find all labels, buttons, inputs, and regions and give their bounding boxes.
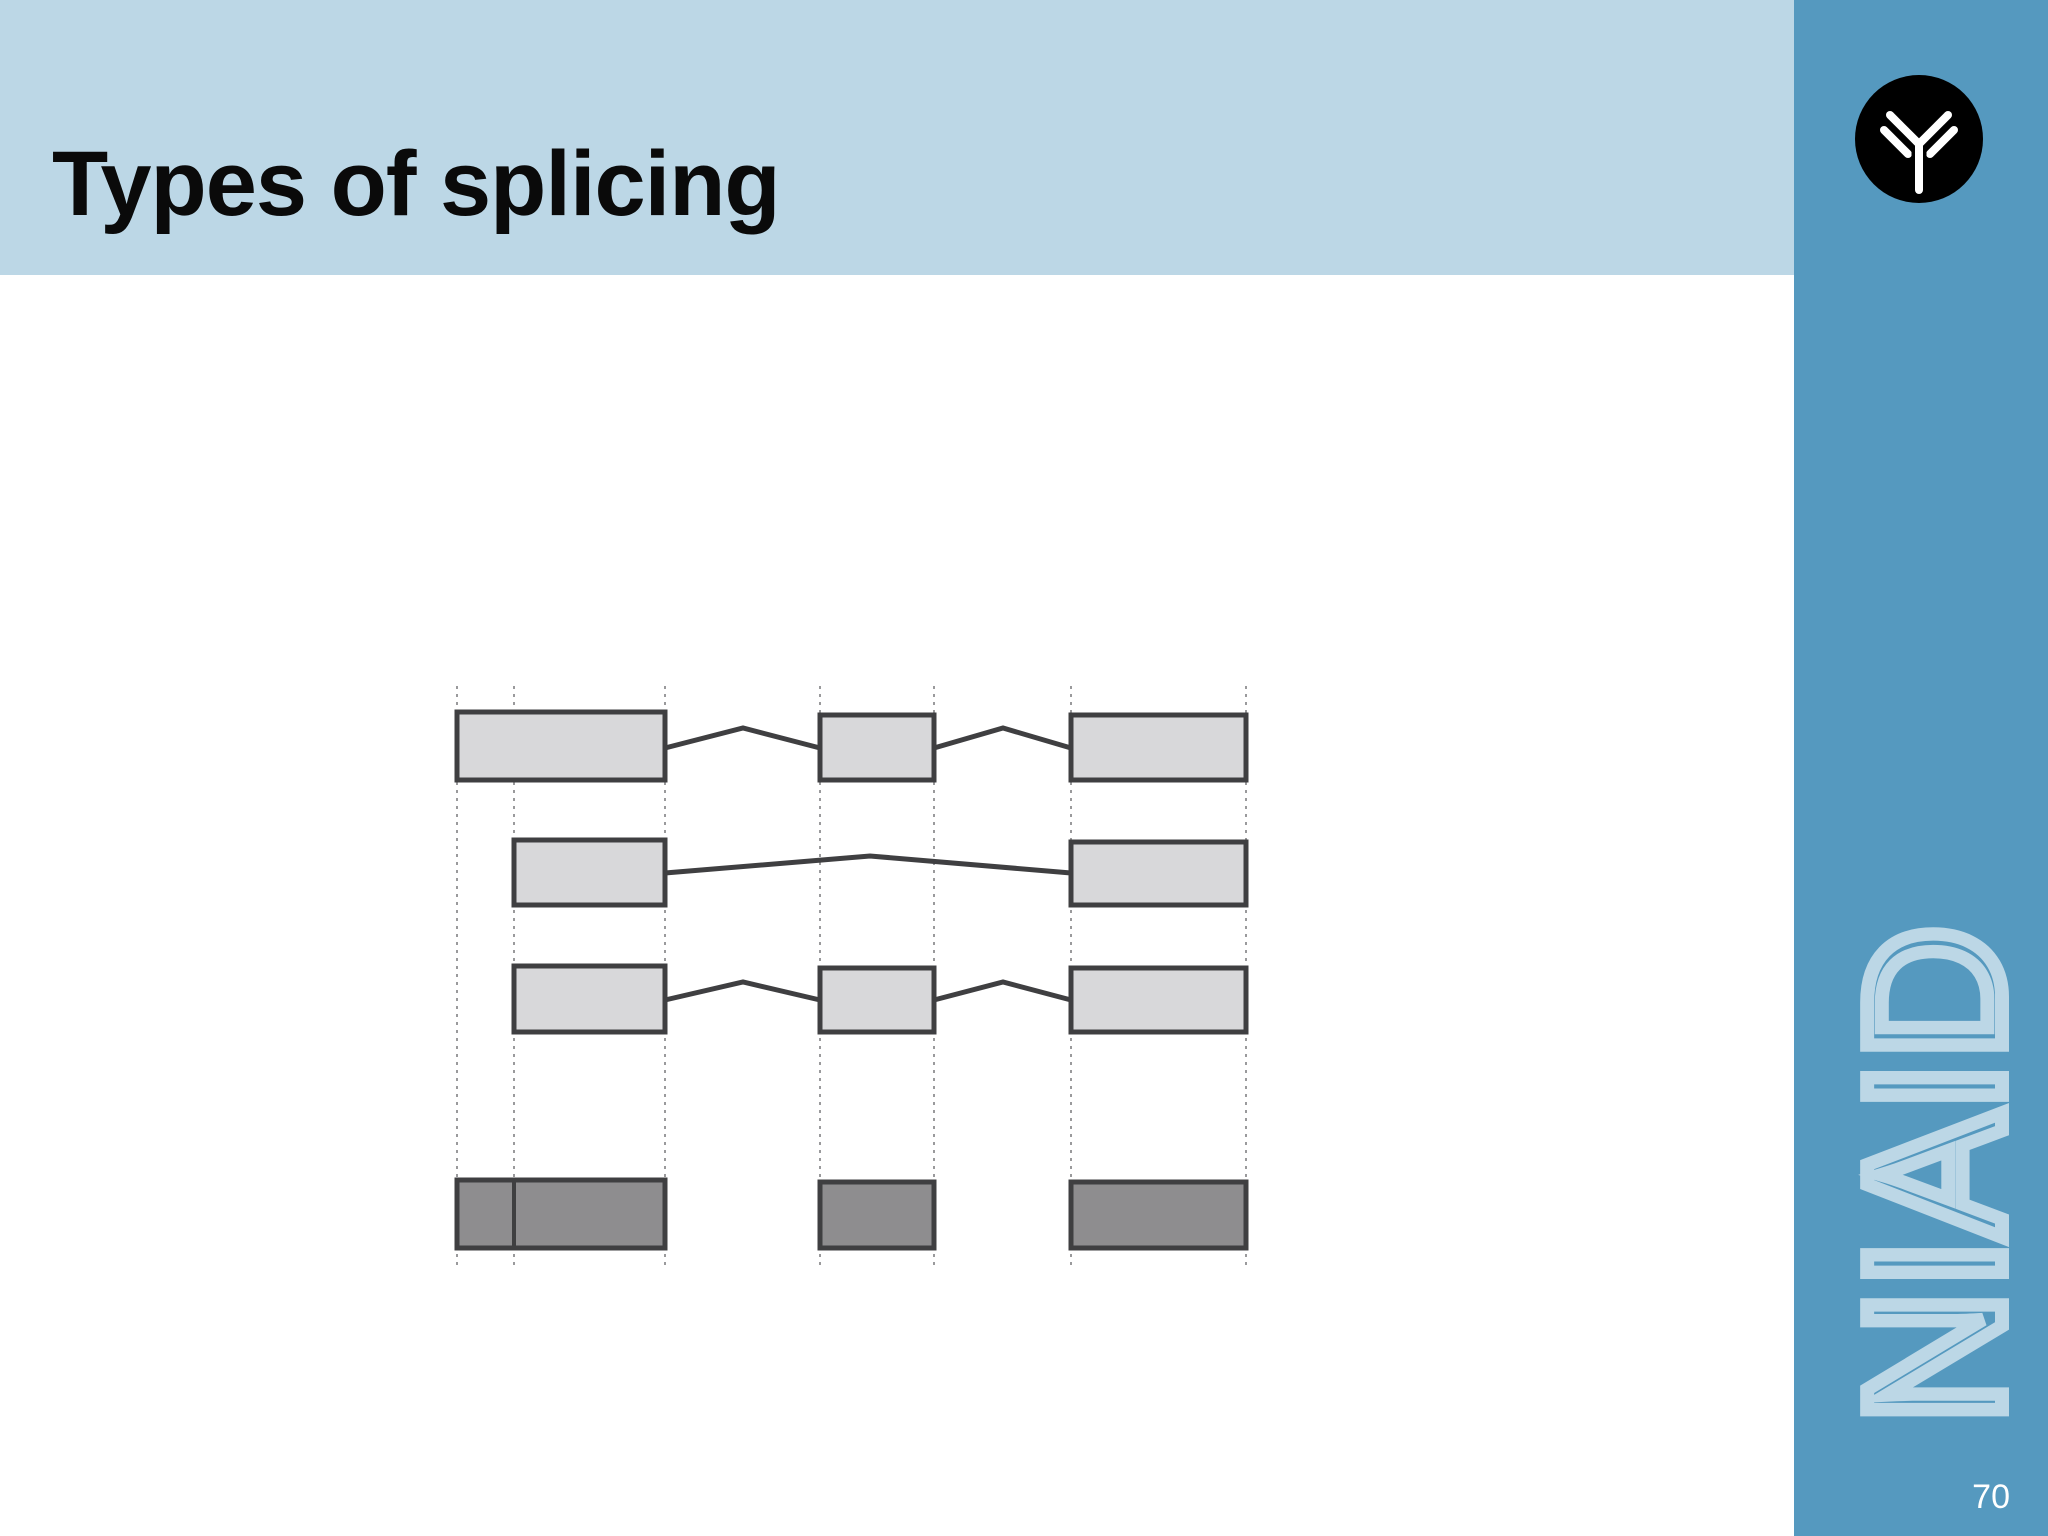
exon-1-short: [511, 963, 668, 1035]
exon-3: [1068, 965, 1249, 1035]
intron-connector: [933, 725, 1072, 751]
genomic-exon-row: [454, 1177, 1249, 1251]
exon-3: [1068, 712, 1249, 783]
intron-connector: [664, 979, 821, 1003]
intron-connector: [664, 853, 1072, 876]
transcript-row-3: [511, 963, 1249, 1035]
exon-3: [1068, 839, 1249, 908]
exon-1-long: [454, 709, 668, 783]
title-band: Types of splicing: [0, 0, 1794, 275]
page-number: 70: [1972, 1478, 2010, 1516]
exon-2: [817, 712, 937, 783]
exon-1-short: [511, 837, 668, 908]
splicing-diagram: [454, 686, 1249, 1270]
exon-2: [817, 1179, 937, 1251]
exon-3: [1068, 1179, 1249, 1251]
page-title: Types of splicing: [52, 133, 781, 235]
antibody-icon: [1855, 75, 1983, 203]
exon-2: [817, 965, 937, 1035]
transcript-row-1: [454, 709, 1249, 783]
transcript-row-2: [511, 837, 1249, 908]
intron-connector: [933, 979, 1072, 1003]
org-wordmark-text: NIAID: [1840, 925, 2020, 1425]
brand-sidebar: [1794, 0, 2048, 1536]
org-wordmark: NIAID: [1840, 920, 2020, 1430]
exon-1-long: [454, 1177, 668, 1251]
intron-connector: [664, 725, 821, 751]
alignment-guides: [456, 686, 1247, 1270]
